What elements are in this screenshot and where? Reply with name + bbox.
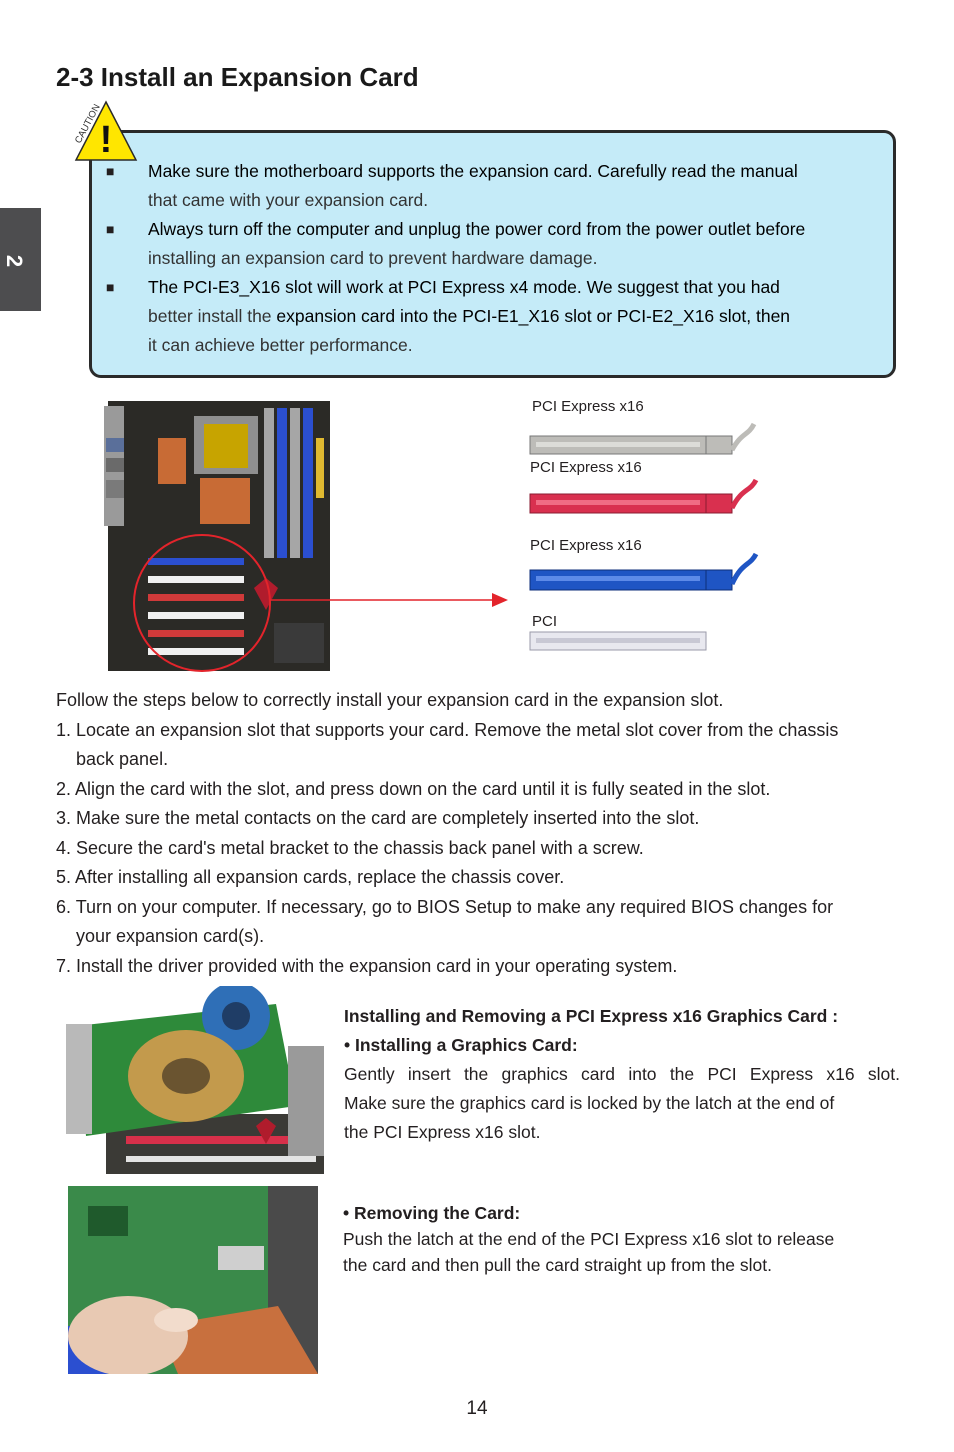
body-text: Gently insert the graphics card into the… — [344, 1064, 900, 1084]
caution-text: The PCI-E3_X16 slot will work at PCI Exp… — [148, 277, 780, 297]
body-text: the PCI Express x16 slot. — [344, 1122, 541, 1142]
pointer-arrow — [270, 593, 508, 607]
chapter-number: 2 — [2, 254, 28, 268]
steps-intro: Follow the steps below to correctly inst… — [56, 690, 724, 710]
caution-item: ■ Always turn off the computer and unplu… — [100, 215, 881, 273]
step-text: your expansion card(s). — [76, 926, 265, 946]
graphics-install-section: Installing and Removing a PCI Express x1… — [344, 1002, 900, 1147]
slot-label: PCI Express x16 — [532, 398, 644, 415]
motherboard-image — [104, 401, 330, 672]
brand-logo-icon — [256, 1118, 276, 1144]
step-text: 3. Make sure the metal contacts on the c… — [56, 808, 700, 828]
graphics-card-remove-photo — [68, 1186, 318, 1374]
slot-label: PCI Express x16 — [530, 459, 642, 476]
slot-label: PCI Express x16 — [530, 537, 642, 554]
slot-pci-white — [529, 631, 707, 651]
body-text: Push the latch at the end of the PCI Exp… — [343, 1229, 835, 1249]
caution-text: Make sure the motherboard supports the e… — [148, 161, 798, 181]
graphics-remove-section: • Removing the Card: Push the latch at t… — [343, 1200, 903, 1278]
page-title: 2-3 Install an Expansion Card — [56, 62, 419, 92]
caution-text: it can achieve better performance. — [148, 335, 413, 355]
install-steps: Follow the steps below to correctly inst… — [56, 686, 906, 981]
caution-box: ■ Make sure the motherboard supports the… — [89, 130, 896, 378]
slot-pcie-x16-red — [529, 478, 759, 514]
subsection-heading: • Installing a Graphics Card: — [344, 1035, 578, 1055]
slot-pcie-x16-gray — [529, 422, 757, 455]
caution-text-line: better install the expansion card into t… — [148, 302, 881, 331]
square-bullet-icon: ■ — [106, 221, 115, 237]
caution-list: ■ Make sure the motherboard supports the… — [100, 157, 881, 360]
body-text: Make sure the graphics card is locked by… — [344, 1093, 835, 1113]
step-text: 4. Secure the card's metal bracket to th… — [56, 837, 644, 858]
caution-text: Always turn off the computer and unplug … — [148, 219, 806, 239]
step-text: 6. Turn on your computer. If necessary, … — [56, 896, 834, 917]
caution-item: ■ Make sure the motherboard supports the… — [100, 157, 881, 215]
graphics-card-install-photo — [66, 986, 324, 1174]
step-text: 7. Install the driver provided with the … — [56, 955, 678, 976]
step-text: 2. Align the card with the slot, and pre… — [56, 778, 771, 799]
slot-label: PCI — [532, 613, 558, 630]
square-bullet-icon: ■ — [106, 279, 115, 295]
step-text: 1. Locate an expansion slot that support… — [56, 719, 839, 740]
step-text: 5. After installing all expansion cards,… — [56, 867, 565, 887]
step-text: back panel. — [76, 749, 169, 769]
chapter-tab: 2 — [0, 208, 41, 311]
square-bullet-icon: ■ — [106, 163, 115, 179]
warning-triangle-icon: ! CAUTION — [73, 100, 138, 161]
subsection-heading: • Removing the Card: — [343, 1203, 521, 1223]
brand-logo-icon — [254, 578, 278, 610]
body-text: the card and then pull the card straight… — [343, 1255, 772, 1275]
slot-pcie-x16-blue — [529, 552, 759, 591]
caution-item: ■ The PCI-E3_X16 slot will work at PCI E… — [100, 273, 881, 360]
caution-text: that came with your expansion card. — [148, 190, 429, 210]
caution-text: expansion card into the PCI-E1_X16 slot … — [276, 306, 791, 326]
caution-text: installing an expansion card to prevent … — [148, 248, 598, 268]
svg-text:!: ! — [100, 119, 113, 161]
section-heading: Installing and Removing a PCI Express x1… — [344, 1006, 839, 1026]
page-number: 14 — [466, 1398, 488, 1419]
caution-text: better install the — [148, 306, 277, 326]
